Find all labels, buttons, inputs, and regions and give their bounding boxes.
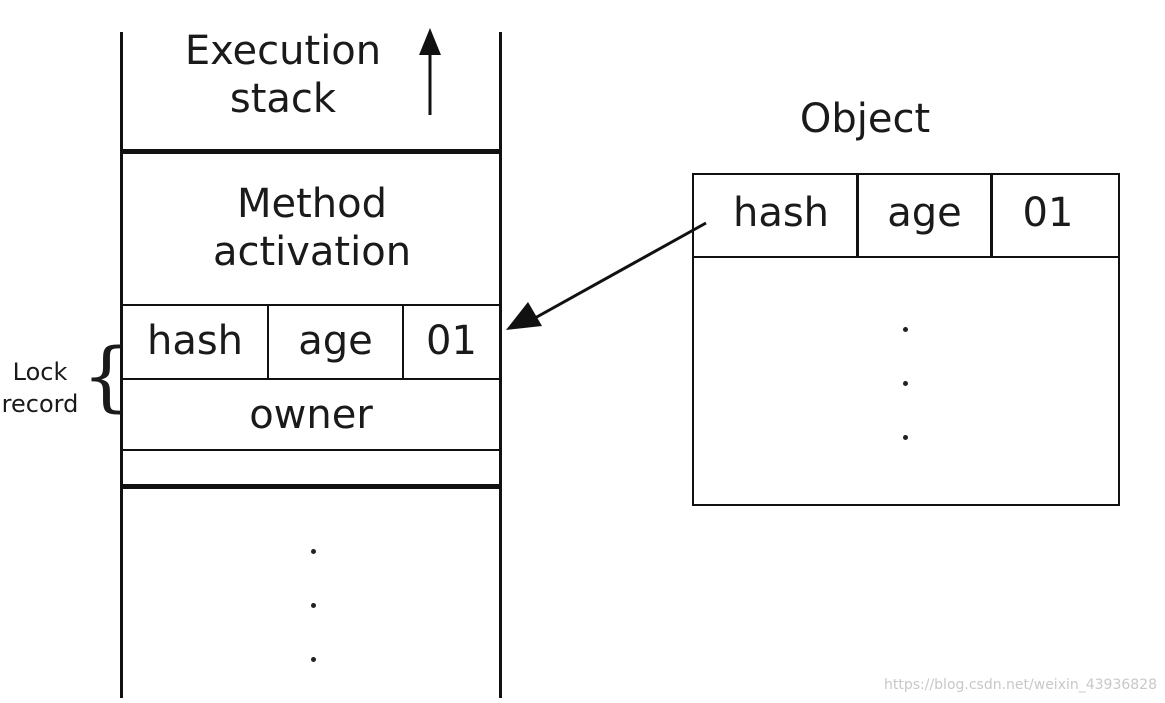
- execution-stack-title: Execution stack: [184, 28, 382, 122]
- object-box: [692, 173, 1120, 506]
- object-title: Object: [799, 96, 931, 142]
- displaced-header-arrow: [534, 221, 707, 320]
- object-age: age: [887, 190, 962, 236]
- object-ellipsis-dot: [903, 435, 908, 440]
- stack-ellipsis-dot: [311, 657, 316, 662]
- object-header-bottom: [692, 256, 1120, 258]
- lock-record-sep-2: [402, 304, 404, 380]
- lock-record-label: Lock record: [1, 358, 79, 418]
- object-header-sep-1: [856, 173, 859, 258]
- lock-record-brace: {: [82, 331, 131, 420]
- lock-record-sep-1: [267, 304, 269, 380]
- object-header-sep-2: [990, 173, 993, 258]
- watermark-text: https://blog.csdn.net/weixin_43936828: [883, 677, 1157, 693]
- lock-record-flag: 01: [426, 318, 477, 364]
- stack-ellipsis-dot: [311, 603, 316, 608]
- object-flag: 01: [1022, 190, 1074, 236]
- stack-divider-1: [120, 149, 502, 154]
- stack-growth-arrowhead: [419, 28, 441, 55]
- object-ellipsis-dot: [903, 327, 908, 332]
- method-activation-label: Method activation: [212, 181, 412, 275]
- stack-right-border: [499, 32, 502, 698]
- lock-record-owner: owner: [249, 392, 373, 438]
- object-hash: hash: [732, 190, 830, 236]
- stack-divider-2: [120, 484, 502, 489]
- lock-record-hash: hash: [146, 318, 244, 364]
- stack-ellipsis-dot: [311, 549, 316, 554]
- lock-record-age: age: [298, 318, 373, 364]
- lock-record-mid: [120, 378, 502, 380]
- stack-left-border: [120, 32, 123, 698]
- object-ellipsis-dot: [903, 381, 908, 386]
- displaced-header-arrowhead: [506, 302, 542, 330]
- lock-record-bottom: [120, 449, 502, 451]
- lock-record-top: [120, 304, 502, 306]
